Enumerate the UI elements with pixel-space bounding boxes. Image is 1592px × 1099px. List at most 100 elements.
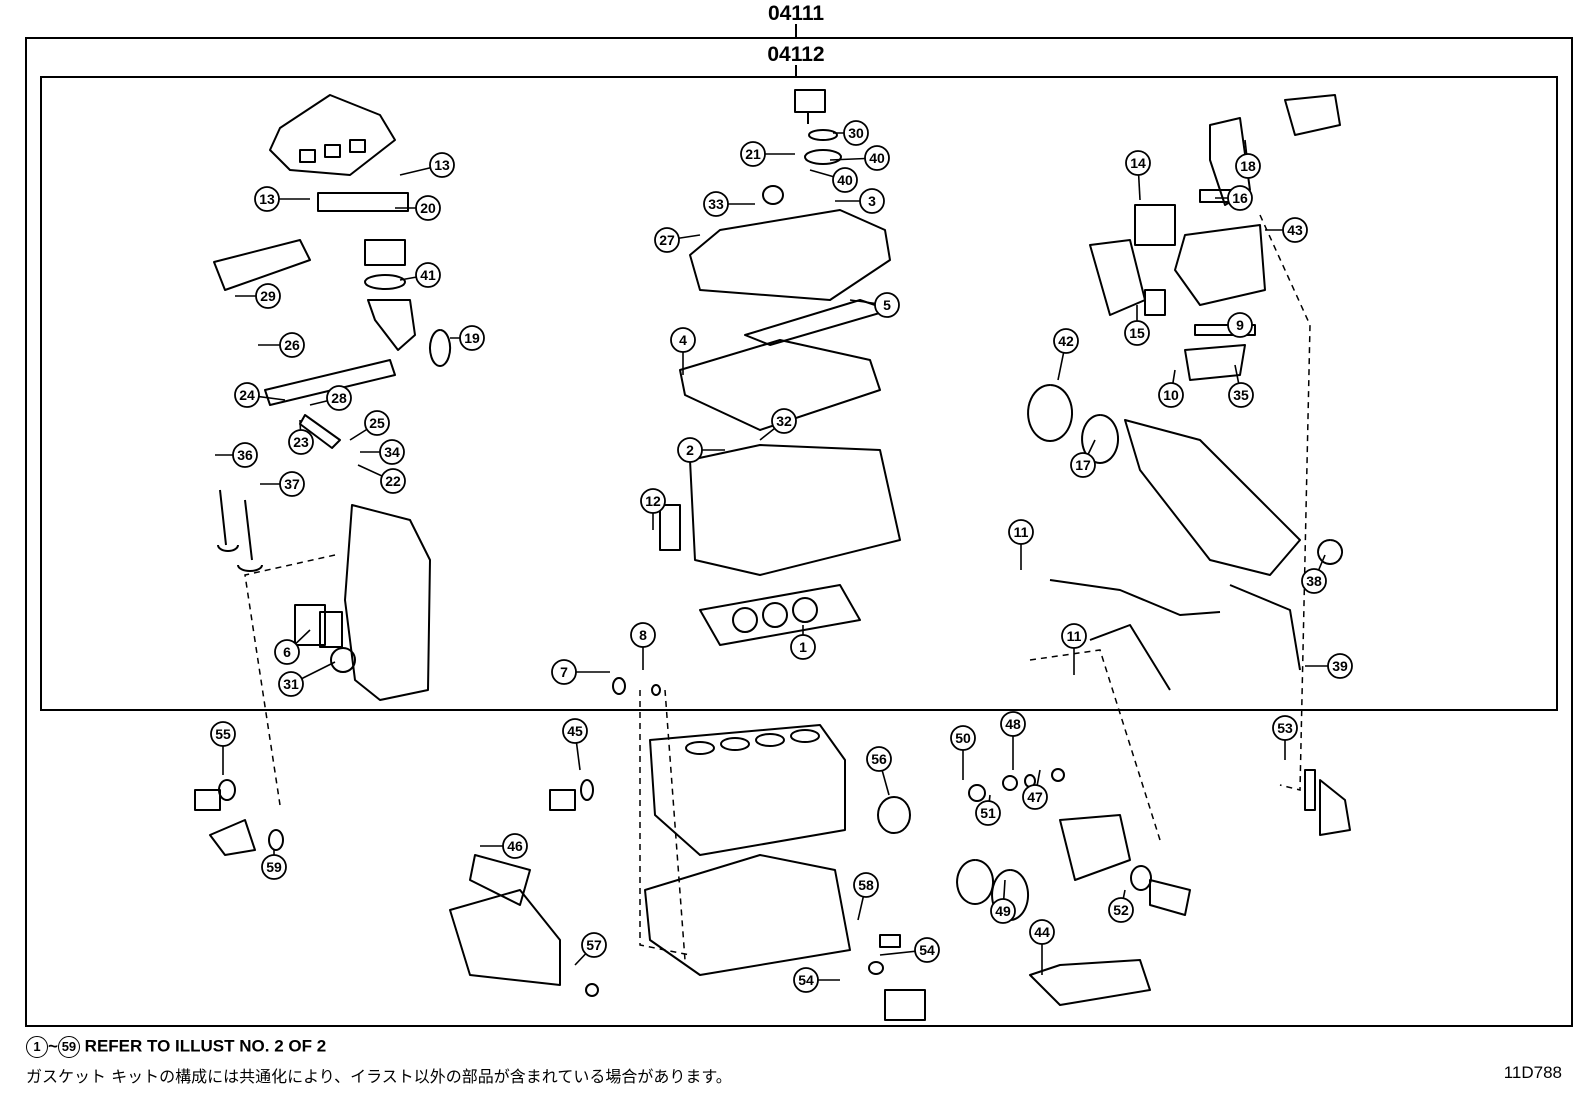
callout-circle[interactable] (255, 283, 281, 309)
callout-34[interactable]: 34 (360, 439, 405, 465)
callout-40[interactable]: 40 (829, 145, 890, 171)
callout-circle[interactable] (326, 385, 352, 411)
callout-circle[interactable] (950, 725, 976, 751)
callout-circle[interactable] (1228, 382, 1254, 408)
callout-20[interactable]: 20 (395, 195, 441, 221)
callout-46[interactable]: 46 (480, 833, 528, 859)
callout-circle[interactable] (551, 659, 577, 685)
callout-45[interactable]: 45 (562, 718, 588, 771)
callout-circle[interactable] (502, 833, 528, 859)
callout-circle[interactable] (866, 746, 892, 772)
callout-circle[interactable] (975, 800, 1001, 826)
callout-52[interactable]: 52 (1108, 889, 1134, 923)
callout-circle[interactable] (279, 332, 305, 358)
callout-41[interactable]: 41 (399, 262, 441, 288)
callout-25[interactable]: 25 (349, 410, 390, 441)
callout-6[interactable]: 6 (274, 629, 311, 665)
callout-56[interactable]: 56 (866, 746, 892, 796)
callout-circle[interactable] (1008, 519, 1034, 545)
callout-circle[interactable] (843, 120, 869, 146)
callout-circle[interactable] (771, 408, 797, 434)
callout-29[interactable]: 29 (235, 283, 281, 309)
callout-circle[interactable] (1235, 153, 1261, 179)
callout-23[interactable]: 23 (288, 419, 314, 455)
callout-circle[interactable] (1301, 568, 1327, 594)
callout-circle[interactable] (1227, 312, 1253, 338)
callout-circle[interactable] (1022, 784, 1048, 810)
callout-21[interactable]: 21 (740, 141, 795, 167)
callout-circle[interactable] (832, 167, 858, 193)
callout-circle[interactable] (415, 262, 441, 288)
callout-circle[interactable] (654, 227, 680, 253)
callout-circle[interactable] (1282, 217, 1308, 243)
callout-8[interactable]: 8 (630, 622, 656, 670)
callout-1[interactable]: 1 (790, 625, 816, 660)
callout-circle[interactable] (1108, 897, 1134, 923)
callout-17[interactable]: 17 (1070, 439, 1096, 478)
callout-circle[interactable] (859, 188, 885, 214)
callout-circle[interactable] (853, 872, 879, 898)
callout-16[interactable]: 16 (1215, 185, 1253, 211)
callout-13[interactable]: 13 (399, 152, 455, 178)
callout-31[interactable]: 31 (278, 661, 336, 697)
callout-28[interactable]: 28 (309, 385, 352, 411)
callout-13[interactable]: 13 (254, 186, 310, 212)
callout-50[interactable]: 50 (950, 725, 976, 780)
callout-circle[interactable] (429, 152, 455, 178)
callout-circle[interactable] (793, 967, 819, 993)
callout-circle[interactable] (1158, 382, 1184, 408)
callout-circle[interactable] (279, 471, 305, 497)
callout-12[interactable]: 12 (640, 488, 666, 530)
callout-26[interactable]: 26 (258, 332, 305, 358)
callout-circle[interactable] (1070, 452, 1096, 478)
callout-circle[interactable] (254, 186, 280, 212)
callout-22[interactable]: 22 (357, 464, 406, 494)
callout-circle[interactable] (670, 327, 696, 353)
callout-11[interactable]: 11 (1008, 519, 1034, 570)
callout-circle[interactable] (380, 468, 406, 494)
ref-end-marker[interactable]: 59 (57, 1036, 80, 1058)
callout-59[interactable]: 59 (261, 850, 287, 880)
callout-42[interactable]: 42 (1053, 328, 1079, 381)
callout-51[interactable]: 51 (975, 794, 1001, 826)
callout-circle[interactable] (459, 325, 485, 351)
callout-14[interactable]: 14 (1125, 150, 1151, 201)
callout-circle[interactable] (379, 439, 405, 465)
callout-9[interactable]: 9 (1205, 312, 1253, 338)
callout-circle[interactable] (234, 382, 260, 408)
inner-assembly-code[interactable]: 04112 (767, 43, 824, 66)
callout-circle[interactable] (1125, 150, 1151, 176)
callout-circle[interactable] (562, 718, 588, 744)
callout-30[interactable]: 30 (833, 120, 869, 146)
callout-19[interactable]: 19 (450, 325, 485, 351)
callout-43[interactable]: 43 (1265, 217, 1308, 243)
callout-circle[interactable] (415, 195, 441, 221)
callout-2[interactable]: 2 (677, 437, 725, 463)
callout-39[interactable]: 39 (1305, 653, 1353, 679)
callout-circle[interactable] (1124, 320, 1150, 346)
callout-circle[interactable] (1227, 185, 1253, 211)
callout-circle[interactable] (1000, 711, 1026, 737)
callout-circle[interactable] (790, 634, 816, 660)
callout-18[interactable]: 18 (1235, 139, 1261, 179)
callout-circle[interactable] (740, 141, 766, 167)
callout-55[interactable]: 55 (210, 721, 236, 775)
callout-40[interactable]: 40 (809, 167, 858, 193)
callout-circle[interactable] (703, 191, 729, 217)
callout-circle[interactable] (288, 429, 314, 455)
ref-start-marker[interactable]: 1 (26, 1036, 48, 1058)
callout-53[interactable]: 53 (1272, 715, 1298, 760)
callout-27[interactable]: 27 (654, 227, 701, 253)
callout-circle[interactable] (581, 932, 607, 958)
callout-32[interactable]: 32 (759, 408, 797, 441)
callout-3[interactable]: 3 (835, 188, 885, 214)
callout-37[interactable]: 37 (260, 471, 305, 497)
callout-36[interactable]: 36 (215, 442, 258, 468)
callout-circle[interactable] (1061, 623, 1087, 649)
callout-circle[interactable] (274, 639, 300, 665)
callout-11[interactable]: 11 (1061, 623, 1087, 675)
callout-circle[interactable] (677, 437, 703, 463)
callout-10[interactable]: 10 (1158, 369, 1184, 408)
callout-circle[interactable] (278, 671, 304, 697)
callout-circle[interactable] (1272, 715, 1298, 741)
